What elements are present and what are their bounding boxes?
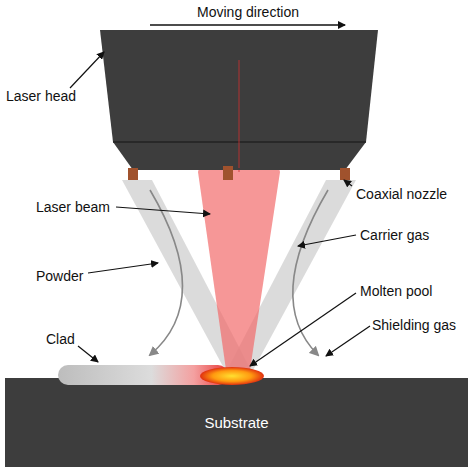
leader-line: [326, 326, 370, 356]
part-label: Moving direction: [197, 4, 299, 20]
leader-line: [88, 263, 158, 273]
head-seam: [113, 141, 366, 143]
gas-flow: [150, 190, 183, 355]
part-label: Shielding gas: [372, 317, 456, 333]
nozzle-tip: [128, 168, 138, 180]
gas-flow: [293, 190, 328, 355]
part-label: Molten pool: [360, 283, 432, 299]
leader-line: [344, 180, 352, 186]
part-label: Laser beam: [36, 199, 110, 215]
leader-line: [78, 346, 98, 362]
part-label: Carrier gas: [360, 227, 429, 243]
node-text: Substrate: [204, 414, 268, 431]
leader-line: [250, 293, 356, 366]
substrate-region: Substrate: [5, 392, 468, 452]
leader-line: [116, 207, 210, 214]
laser-head: [100, 30, 378, 170]
leader-line: [70, 52, 104, 88]
part-label: Powder: [36, 268, 83, 284]
nozzle-tip: [340, 168, 350, 180]
molten-pool: [200, 367, 264, 385]
part-label: Coaxial nozzle: [356, 186, 447, 202]
beam-axis: [239, 60, 240, 168]
part-label: Laser head: [6, 88, 76, 104]
leader-line: [298, 235, 356, 246]
substrate-block: [5, 378, 468, 467]
nozzle-tip: [223, 166, 233, 180]
direction-arrow: [150, 24, 345, 25]
part-label: Clad: [46, 331, 75, 347]
